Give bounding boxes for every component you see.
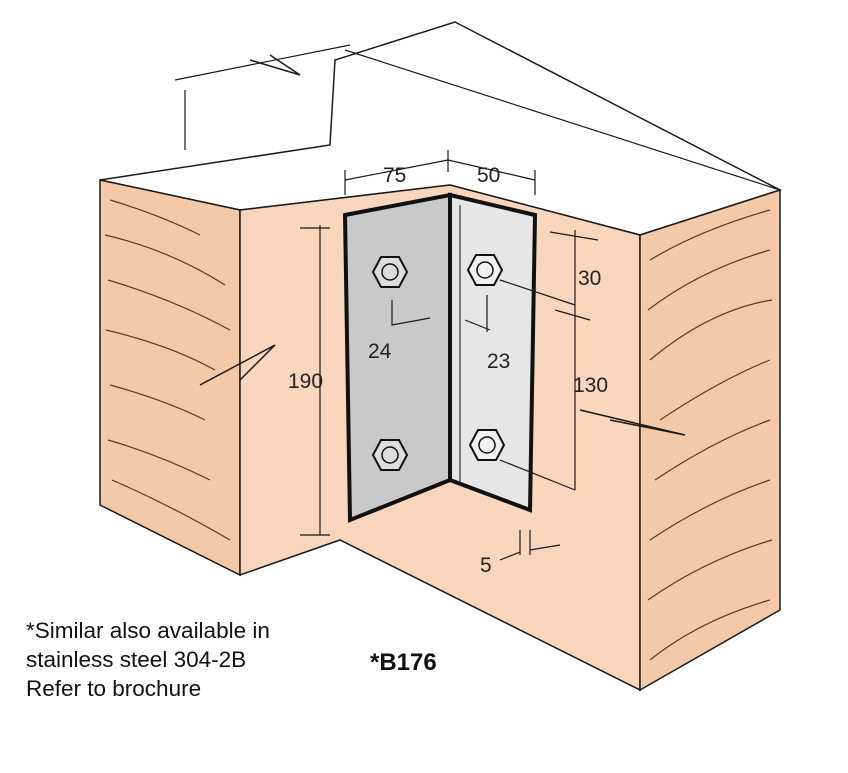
grain-lines-right [647,209,773,661]
top-frame-lines [174,44,781,191]
dim-width-right: 50 [477,164,500,187]
dim-height: 190 [288,370,323,393]
hex-bolt-icon [468,429,506,461]
dim-top-offset: 30 [578,267,601,290]
note-line-3: Refer to brochure [26,676,202,701]
break-mark-right [579,409,686,436]
hex-bolt-icon [466,254,504,286]
break-mark-top [249,54,301,76]
post-end-grain-right [639,188,781,692]
hex-bolt-icon [371,256,409,288]
dimension-lines [300,150,599,561]
availability-note: *Similar also available in stainless ste… [26,616,270,703]
grain-lines-left [104,199,231,541]
product-code: *B176 [370,649,437,676]
angle-bracket [342,192,538,523]
dim-bolt-spacing: 130 [573,374,608,397]
bracket-left-leg [342,192,452,523]
dim-edge-right: 23 [487,350,510,373]
note-line-2: stainless steel 304-2B [26,647,247,672]
dim-width-left: 75 [383,164,406,187]
break-mark-left [199,344,276,386]
dimension-labels: 75 50 190 30 130 24 23 5 [288,164,608,577]
note-line-1: *Similar also available in [26,618,270,643]
dim-edge-left: 24 [368,340,392,363]
hex-bolt-icon [371,439,409,471]
dim-thickness: 5 [480,554,492,577]
